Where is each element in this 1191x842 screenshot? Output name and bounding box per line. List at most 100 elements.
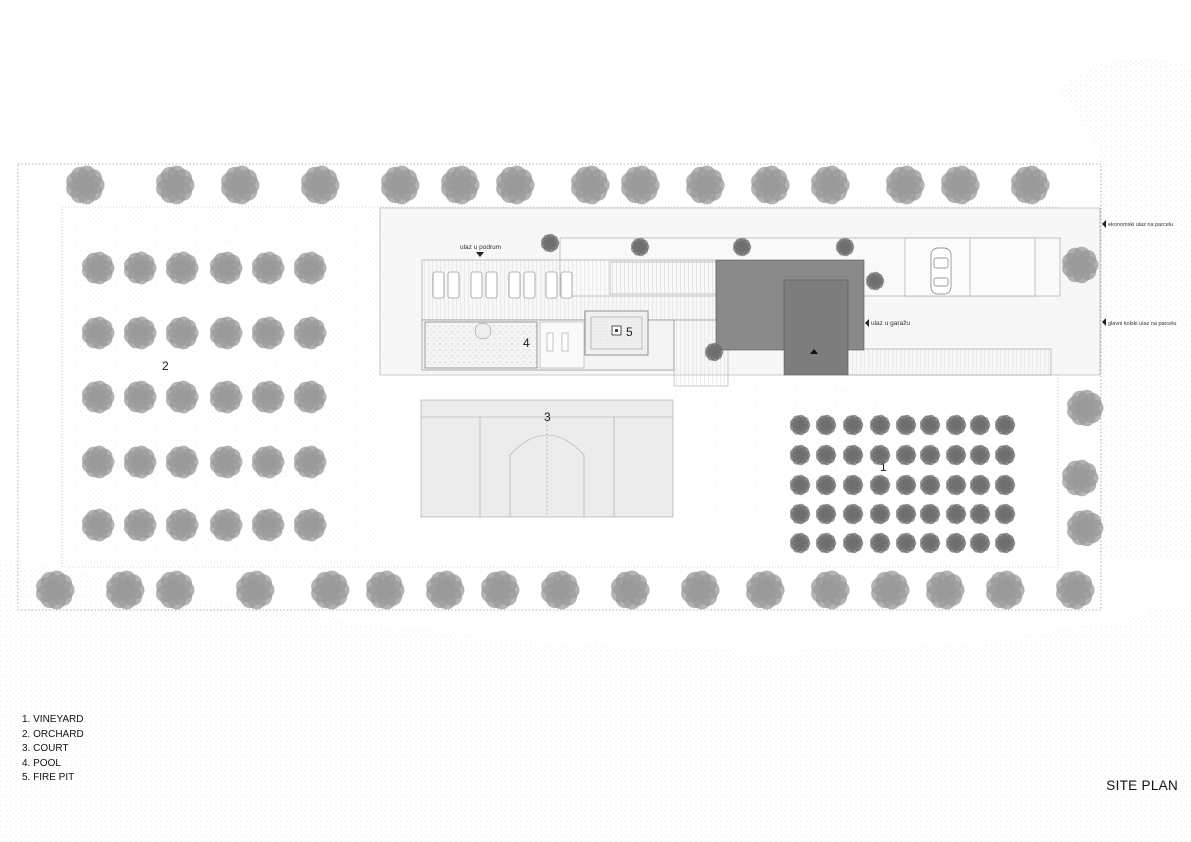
tree-icon <box>1056 570 1095 610</box>
plant-icon <box>733 237 752 257</box>
tree-icon <box>210 316 243 350</box>
vine-icon <box>896 503 917 525</box>
vine-icon <box>843 532 864 554</box>
legend-item-court: 3. COURT <box>22 743 69 754</box>
tree-icon <box>986 570 1025 610</box>
vineyard-plants <box>790 414 1016 554</box>
tree-icon <box>166 251 199 285</box>
zone-number-fire-pit: 5 <box>626 325 633 339</box>
tree-icon <box>252 508 285 542</box>
tree-icon <box>166 445 199 479</box>
vine-icon <box>790 414 811 436</box>
vine-icon <box>843 474 864 496</box>
vine-icon <box>920 414 941 436</box>
court <box>420 399 674 518</box>
tree-icon <box>82 316 115 350</box>
vine-icon <box>790 503 811 525</box>
tree-icon <box>252 445 285 479</box>
vine-icon <box>816 414 837 436</box>
plant-icon <box>836 237 855 257</box>
service-entry-arrow-icon <box>1102 220 1106 228</box>
vine-icon <box>843 414 864 436</box>
vine-icon <box>843 503 864 525</box>
tree-icon <box>252 380 285 414</box>
tree-icon <box>481 570 520 610</box>
tree-icon <box>82 380 115 414</box>
vine-icon <box>970 444 991 466</box>
tree-icon <box>124 316 157 350</box>
vine-icon <box>970 414 991 436</box>
tree-icon <box>294 380 327 414</box>
tree-icon <box>621 165 660 205</box>
tree-icon <box>106 570 145 610</box>
vine-icon <box>790 532 811 554</box>
tree-icon <box>166 380 199 414</box>
tree-icon <box>1062 459 1099 497</box>
vine-icon <box>870 474 891 496</box>
legend-item-pool: 4. POOL <box>22 757 61 769</box>
plant-icon <box>705 342 724 362</box>
tree-icon <box>441 165 480 205</box>
vine-icon <box>896 414 917 436</box>
tree-icon <box>252 316 285 350</box>
tree-icon <box>366 570 405 610</box>
tree-icon <box>746 570 785 610</box>
plant-icon <box>866 271 885 291</box>
vine-icon <box>896 532 917 554</box>
tree-icon <box>82 508 115 542</box>
plant-icon <box>541 233 560 253</box>
tree-icon <box>294 445 327 479</box>
tree-icon <box>236 570 275 610</box>
tree-icon <box>294 251 327 285</box>
vine-icon <box>995 474 1016 496</box>
entry-arrows <box>476 220 1106 327</box>
tree-icon <box>210 251 243 285</box>
vine-icon <box>790 474 811 496</box>
service-entry-label: ekonomski ulaz na parcelu <box>1108 222 1173 228</box>
tree-icon <box>381 165 420 205</box>
tree-icon <box>166 508 199 542</box>
vine-icon <box>896 444 917 466</box>
tree-icon <box>210 380 243 414</box>
vine-icon <box>896 474 917 496</box>
vine-icon <box>920 532 941 554</box>
tree-icon <box>294 508 327 542</box>
tree-icon <box>156 165 195 205</box>
vine-icon <box>995 444 1016 466</box>
main-entry-label: glavni kolski ulaz na parcelu <box>1108 321 1176 327</box>
vine-icon <box>870 532 891 554</box>
garden-plants <box>541 233 885 362</box>
tree-icon <box>571 165 610 205</box>
vine-icon <box>870 444 891 466</box>
tree-icon <box>36 570 75 610</box>
tree-icon <box>886 165 925 205</box>
plot-boundary <box>17 163 1102 611</box>
tree-icon <box>871 570 910 610</box>
tree-icon <box>611 570 650 610</box>
vine-icon <box>870 414 891 436</box>
tree-icon <box>124 508 157 542</box>
vine-icon <box>816 474 837 496</box>
vine-icon <box>920 474 941 496</box>
tree-icon <box>124 380 157 414</box>
orchard-trees <box>82 251 327 542</box>
tree-icon <box>681 570 720 610</box>
vine-icon <box>816 503 837 525</box>
vine-icon <box>946 503 967 525</box>
tree-icon <box>811 570 850 610</box>
tree-icon <box>1067 509 1104 547</box>
tree-icon <box>926 570 965 610</box>
tree-icon <box>66 165 105 205</box>
vine-icon <box>970 532 991 554</box>
vine-icon <box>920 503 941 525</box>
house-building <box>715 259 865 376</box>
vine-icon <box>946 414 967 436</box>
drawing-title: SITE PLAN <box>1106 778 1178 793</box>
vine-icon <box>970 503 991 525</box>
tree-icon <box>156 570 195 610</box>
tree-icon <box>166 316 199 350</box>
tree-icon <box>210 445 243 479</box>
vine-icon <box>920 444 941 466</box>
tree-icon <box>82 251 115 285</box>
